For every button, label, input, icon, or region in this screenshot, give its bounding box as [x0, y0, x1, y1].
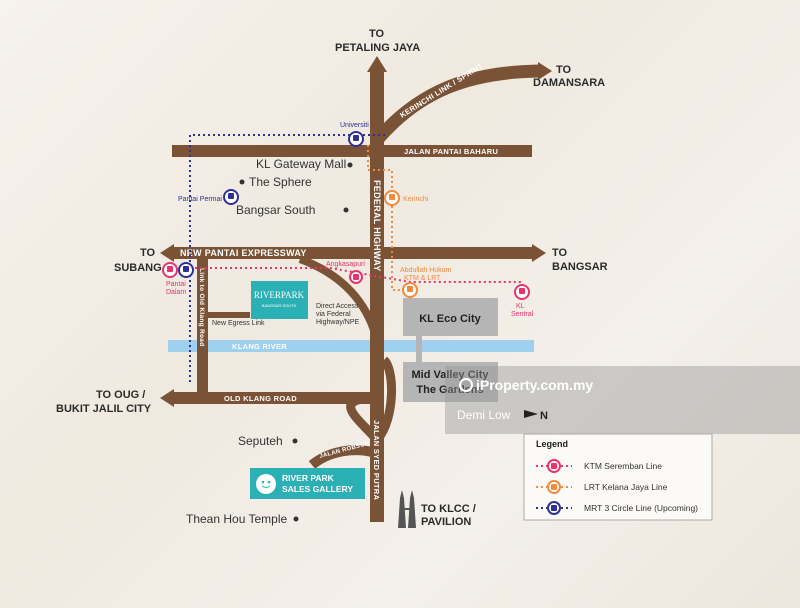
dir-petaling-jaya: PETALING JAYA [335, 42, 420, 54]
dir-oug-2: BUKIT JALIL CITY [56, 403, 152, 415]
dir-bangsar: BANGSAR [552, 261, 608, 273]
mid-valley-box [403, 362, 498, 402]
legend-item-label: KTM Seremban Line [584, 461, 662, 471]
waze-icon [256, 474, 276, 494]
roads [160, 56, 546, 522]
watermark-site: iProperty.com.my [476, 377, 593, 393]
place-the-sphere: The Sphere [239, 175, 312, 189]
lrt-line [367, 145, 410, 291]
label-npe: NEW PANTAI EXPRESSWAY [180, 248, 307, 258]
dir-bangsar-to: TO [552, 247, 568, 259]
station-kl-sentral: KL Sentral [511, 284, 534, 318]
npe-arrow-right [532, 244, 546, 262]
eco-city-connector [416, 336, 422, 362]
place-thean-hou: Thean Hou Temple [186, 512, 299, 526]
road-old-klang [172, 392, 372, 404]
station-kerinchi: Kerinchi [384, 190, 429, 206]
klcc-towers-icon [398, 490, 416, 528]
svg-text:Seputeh: Seputeh [238, 434, 283, 448]
legend-item: MRT 3 Circle Line (Upcoming) [536, 501, 698, 515]
legend-item-label: LRT Kelana Jaya Line [584, 482, 668, 492]
place-seputeh: Seputeh [238, 434, 298, 448]
watermark-agent: Demi Low [457, 408, 511, 422]
riverpark-logo-box [251, 281, 308, 319]
dir-oug-1: TO OUG / [96, 389, 145, 401]
sales-gallery-line2: SALES GALLERY [282, 484, 353, 494]
svg-text:Pantai: Pantai [166, 281, 186, 288]
road-federal [370, 70, 384, 522]
mid-valley-line1: Mid Valley City [411, 369, 489, 381]
dir-damansara-to: TO [556, 64, 572, 76]
svg-text:Bangsar South: Bangsar South [236, 203, 315, 217]
klang-river [168, 340, 534, 352]
kerinchi-arrow [538, 62, 552, 80]
label-direct-access-2: via Federal [316, 311, 351, 318]
federal-arrow-top [367, 56, 387, 72]
dir-subang-to: TO [140, 247, 156, 259]
mid-valley-line2: The Gardens [416, 384, 483, 396]
riverpark-logo-tagline: BANGSAR SOUTH [262, 303, 297, 308]
label-federal: FEDERAL HIGHWAY [372, 180, 382, 272]
road-link-old-klang [197, 259, 208, 397]
dir-damansara: DAMANSARA [533, 77, 605, 89]
svg-text:Sentral: Sentral [511, 311, 534, 318]
label-kerinchi-link: KERINCHI LINK / SPRINT [398, 61, 484, 120]
legend-item-label: MRT 3 Circle Line (Upcoming) [584, 503, 698, 513]
mrt3-line [189, 134, 385, 382]
svg-text:Abdullah Hukum: Abdullah Hukum [400, 267, 452, 274]
dir-subang: SUBANG [114, 262, 162, 274]
svg-text:Kerinchi: Kerinchi [403, 196, 429, 203]
station-universiti: Universiti [340, 122, 369, 147]
compass-icon: N [524, 410, 548, 422]
label-direct-access-3: Highway/NPE [316, 319, 360, 326]
svg-text:KL: KL [516, 303, 525, 310]
svg-text:KL Gateway Mall: KL Gateway Mall [256, 157, 346, 171]
kl-eco-city-box [403, 298, 498, 336]
station-angkasapuri: Angkasapuri [326, 261, 365, 284]
road-kerinchi-link [372, 64, 541, 145]
svg-text:Angkasapuri: Angkasapuri [326, 261, 365, 268]
dir-klcc-1: TO KLCC / [421, 503, 476, 515]
riverpark-logo-name: RIVERPARK [254, 290, 305, 300]
station-pantai-dalam: Pantai Dalam [162, 262, 194, 296]
label-pantai-baharu: JALAN PANTAI BAHARU [404, 147, 498, 156]
place-kl-gateway: KL Gateway Mall [256, 157, 353, 171]
label-syed-putra: JALAN SYED PUTRA [372, 420, 381, 501]
road-new-egress [208, 312, 250, 318]
legend-item: KTM Seremban Line [536, 459, 662, 473]
station-abdullah-hukum: Abdullah Hukum KTM & LRT [400, 267, 452, 298]
label-direct-access-1: Direct Access [316, 303, 359, 310]
road-robson [308, 445, 374, 470]
road-interchange-loop [346, 356, 396, 447]
iproperty-logo-icon [459, 378, 473, 392]
svg-text:The Sphere: The Sphere [249, 175, 312, 189]
svg-text:N: N [540, 410, 548, 422]
label-old-klang: OLD KLANG ROAD [224, 394, 297, 403]
road-pantai-baharu [172, 145, 532, 157]
label-new-egress: New Egress Link [212, 320, 265, 327]
svg-text:Thean Hou Temple: Thean Hou Temple [186, 512, 288, 526]
svg-text:Pantai Permai: Pantai Permai [178, 196, 222, 203]
old-klang-arrow-left [160, 389, 174, 407]
station-pantai-permai: Pantai Permai [178, 189, 239, 205]
sales-gallery-line1: RIVER PARK [282, 473, 335, 483]
klang-river-label: KLANG RIVER [232, 342, 287, 351]
dir-klcc-2: PAVILION [421, 516, 471, 528]
place-bangsar-south: Bangsar South [236, 203, 349, 217]
svg-text:Universiti: Universiti [340, 122, 369, 129]
label-link-old-klang: Link to Old Klang Road [198, 268, 205, 346]
road-npe-ramp [298, 255, 378, 332]
watermark-band [445, 366, 800, 434]
kl-eco-city-label: KL Eco City [419, 313, 481, 325]
dir-petaling-jaya-to: TO [369, 28, 385, 40]
svg-text:Dalam: Dalam [166, 289, 186, 296]
legend-title: Legend [536, 439, 568, 449]
npe-arrow-left [160, 244, 174, 262]
road-npe [172, 247, 532, 259]
svg-text:KTM & LRT: KTM & LRT [404, 275, 441, 282]
legend-item: LRT Kelana Jaya Line [536, 480, 668, 494]
